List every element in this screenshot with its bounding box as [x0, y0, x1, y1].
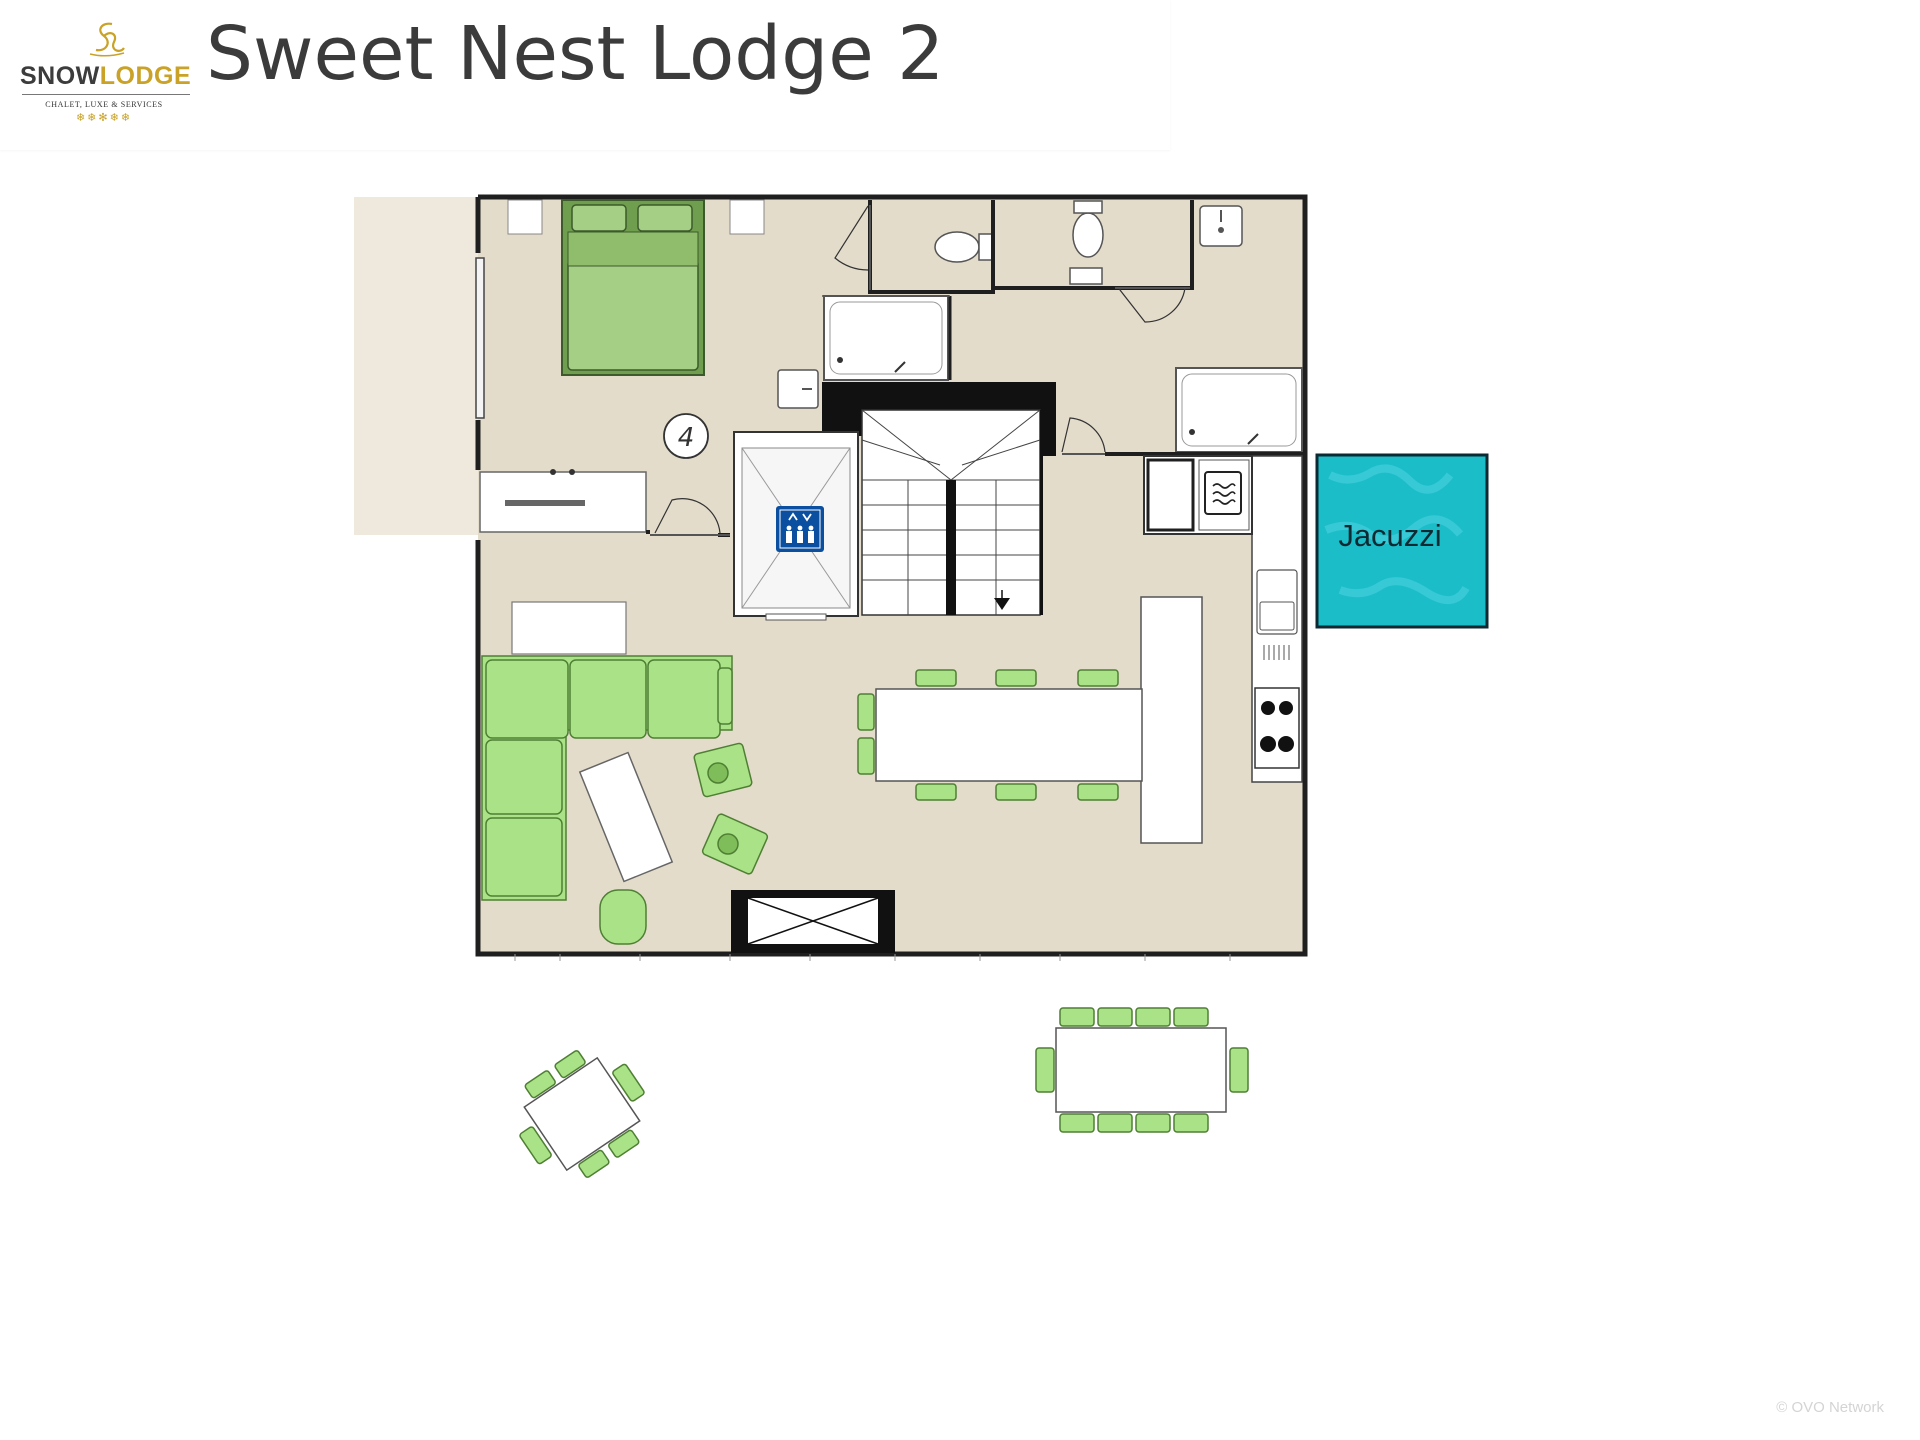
basin [1199, 205, 1243, 247]
logo-word-lodge: LODGE [99, 62, 192, 90]
logo-word-snow: SNOW [20, 62, 100, 90]
microwave-icon [1204, 471, 1242, 515]
logo-wordmark: SNOWLODGE [20, 62, 191, 91]
jacuzzi-label: Jacuzzi [1338, 518, 1441, 553]
logo-rule [22, 94, 190, 95]
tv-cabinet [511, 601, 627, 655]
door-swing [1061, 417, 1106, 453]
bathtub [823, 295, 949, 381]
down-arrow-icon [994, 598, 1010, 610]
snowlodge-logo: SNOWLODGE CHALET, LUXE & SERVICES ❄❄✻❄❄ [14, 20, 194, 124]
watermark: © OVO Network [1776, 1399, 1884, 1416]
window-box [729, 199, 765, 235]
outer-walls [475, 194, 1308, 957]
kitchen-island [1140, 596, 1203, 844]
staircase [822, 382, 1056, 616]
wc-room [834, 200, 995, 294]
logo-tagline: CHALET, LUXE & SERVICES [45, 100, 163, 109]
window-box [507, 199, 543, 235]
logo-monogram-icon [89, 22, 125, 57]
double-bed [561, 199, 705, 376]
lift-icon [776, 506, 824, 552]
jacuzzi: Jacuzzi [1315, 453, 1489, 629]
wall-ticks [514, 954, 1231, 961]
terrace-table-square [519, 1050, 645, 1178]
corner-sofa [481, 655, 733, 901]
room-number-circle [663, 413, 709, 459]
fireplace [731, 890, 895, 953]
dining-table [875, 688, 1143, 782]
terrace-table-long [1035, 1007, 1249, 1133]
dining-chairs [857, 669, 1119, 801]
wardrobe [479, 469, 647, 533]
terrace [354, 197, 478, 535]
coffee-table [578, 751, 674, 883]
bathtub [1175, 367, 1303, 453]
basin [777, 369, 819, 409]
page-title: Sweet Nest Lodge 2 [206, 11, 945, 97]
window-west [475, 257, 485, 419]
header: SNOWLODGE CHALET, LUXE & SERVICES ❄❄✻❄❄ … [0, 0, 1170, 150]
door-swing [654, 498, 721, 534]
armchair [599, 742, 769, 945]
kitchen-counter [1251, 455, 1303, 783]
bathroom-room [991, 200, 1194, 323]
room-number: 4 [678, 423, 695, 453]
logo-stars: ❄❄✻❄❄ [75, 111, 133, 124]
